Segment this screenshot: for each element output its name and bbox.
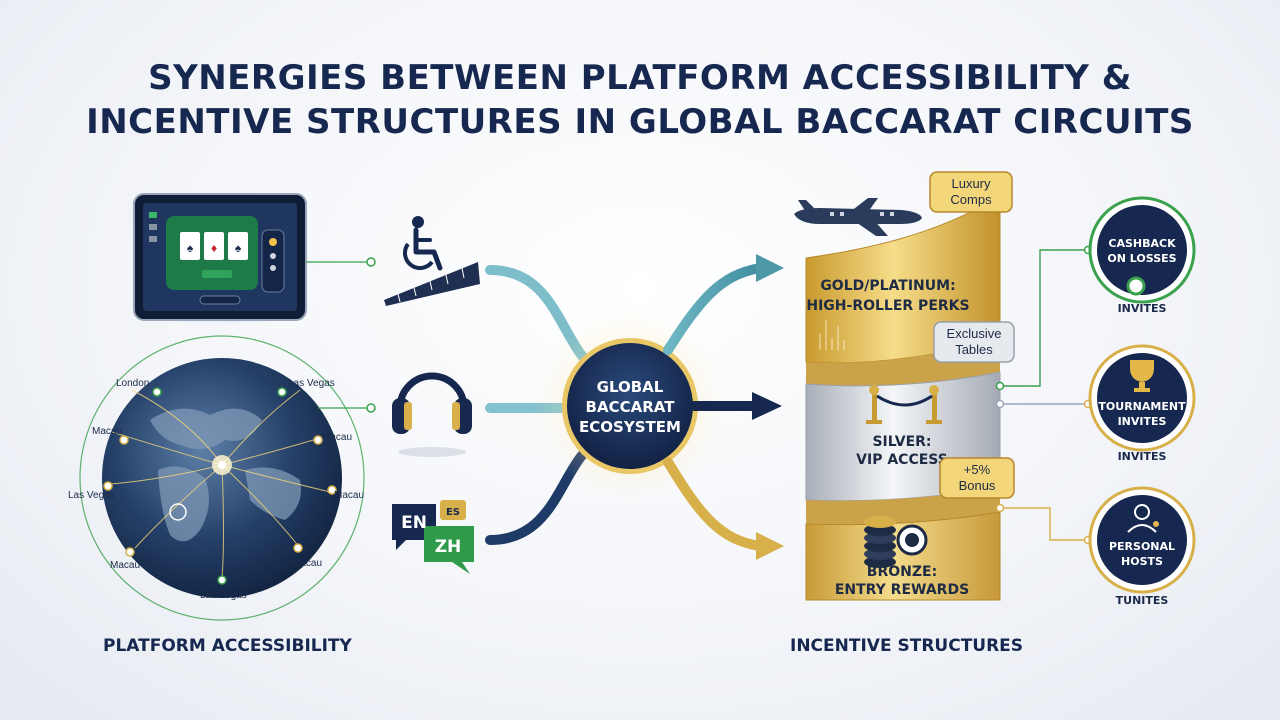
reward-2-line-2: INVITES [1118,415,1167,428]
city-label-london: London [116,378,149,389]
wheelchair-accessibility-icon [384,216,480,306]
reward-3-line-2: HOSTS [1121,555,1163,568]
reward-cashback: CASHBACK ON LOSSES [1088,196,1196,304]
incentive-tier-banner [805,195,1001,601]
trophy-icon [1130,360,1154,392]
gold-tier-label-line-1: GOLD/PLATINUM: [820,278,955,294]
hub-label-line-1: GLOBAL [597,378,664,396]
outflow-arrows [663,254,784,560]
reward-1-line-2: ON LOSSES [1107,252,1176,265]
velvet-rope-icon [866,385,942,424]
language-en-label: EN [401,513,427,533]
city-label-macau-1: Macau [92,426,122,437]
reward-personal-hosts: PERSONAL HOSTS [1088,486,1196,594]
airplane-icon [794,198,922,236]
reward-3-line-1: PERSONAL [1109,540,1175,553]
city-markers [103,387,337,585]
tablet-icon: ♠ ♦ ♠ [133,193,307,321]
reward-2-subtitle: INVITES [1118,450,1167,463]
headphones-audio-icon [392,372,472,457]
hub-label-line-3: ECOSYSTEM [579,418,681,436]
hub-label-line-2: BACCARAT [586,398,676,416]
bonus-tag: +5% Bonus [939,457,1015,499]
city-label-macau-2: Macau [322,432,352,443]
luxury-tag-line-2: Comps [950,192,992,207]
host-person-icon [1127,504,1159,533]
exclusive-tables-tag: Exclusive Tables [933,321,1015,363]
reward-2-line-1: TOURNAMENT [1098,400,1186,413]
gold-tier-label-line-2: HIGH-ROLLER PERKS [806,298,969,314]
page-title: SYNERGIES BETWEEN PLATFORM ACCESSIBILITY… [0,56,1280,144]
language-zh-label: ZH [435,537,462,557]
city-label-macau-3: Macau [334,490,364,501]
title-line-1: SYNERGIES BETWEEN PLATFORM ACCESSIBILITY… [148,58,1132,98]
platform-accessibility-label: PLATFORM ACCESSIBILITY [103,636,352,656]
casino-chips-icon [864,516,928,568]
incentive-structures-label: INCENTIVE STRUCTURES [790,636,1024,656]
reward-1-line-1: CASHBACK [1108,237,1176,250]
bronze-tier-label-line-1: BRONZE: [867,564,937,580]
city-label-las-vegas-3: Las Vegas [200,590,247,601]
silver-tier-label-line-1: SILVER: [872,434,931,450]
svg-text:♦: ♦ [211,241,217,255]
svg-text:♠: ♠ [187,241,194,255]
title-line-2: INCENTIVE STRUCTURES IN GLOBAL BACCARAT … [86,102,1194,142]
exclusive-tag-line-1: Exclusive [947,326,1002,341]
silver-tier-label-line-2: VIP ACCESS [856,452,948,468]
city-label-macau-4: Macau [110,560,140,571]
exclusive-tag-line-2: Tables [955,342,993,357]
hub-circle [567,343,693,469]
reward-3-subtitle: TUNITES [1116,594,1169,607]
luxury-tag-line-1: Luxury [951,176,991,191]
city-label-macau-5: Macau [292,558,322,569]
bonus-tag-line-1: +5% [964,462,991,477]
city-label-las-vegas-2: Las Vegas [68,490,115,501]
bonus-tag-line-2: Bonus [959,478,996,493]
city-label-las-vegas-1: Las Vegas [288,378,335,389]
language-translation-icon [392,500,474,574]
bronze-tier-label-line-2: ENTRY REWARDS [835,582,969,598]
reward-1-subtitle: INVITES [1118,302,1167,315]
luxury-comps-tag: Luxury Comps [929,171,1013,213]
svg-text:♠: ♠ [235,241,242,255]
reward-tournament: TOURNAMENT INVITES [1088,344,1196,452]
language-es-label: ES [446,507,460,518]
reward-connectors [1000,249,1088,541]
